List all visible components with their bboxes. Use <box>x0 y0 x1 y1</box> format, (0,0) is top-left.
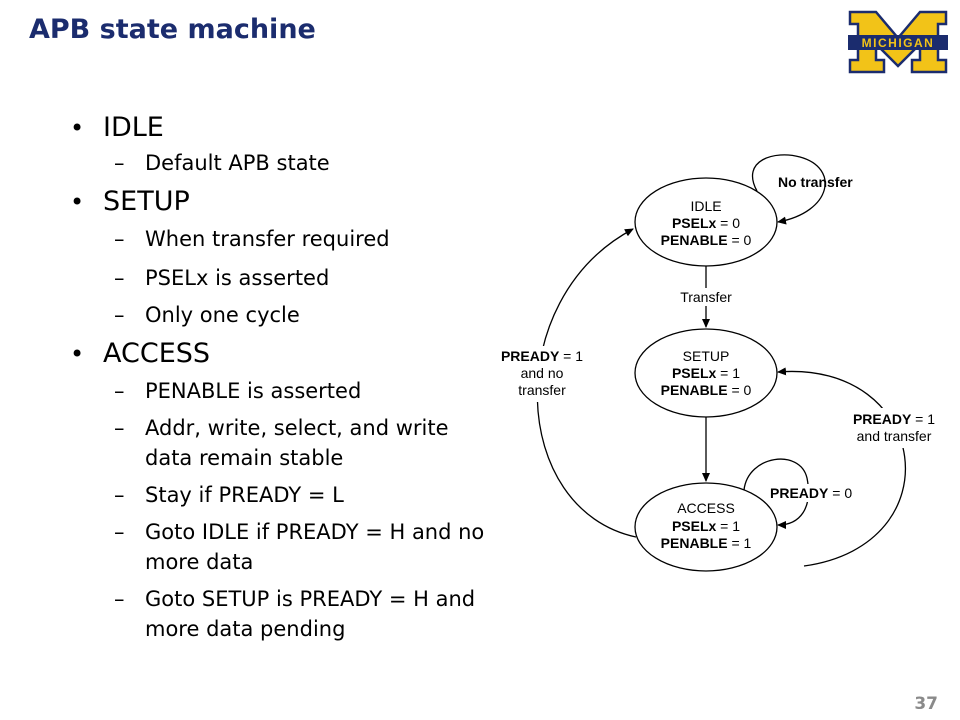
svg-text:PENABLE = 0: PENABLE = 0 <box>661 232 752 248</box>
logo-text: MICHIGAN <box>862 36 935 50</box>
bullet-label: SETUP <box>103 186 190 217</box>
sub-bullet: –Default APB state <box>114 151 330 175</box>
sub-bullet: –PENABLE is asserted <box>114 379 362 403</box>
bullet-label: IDLE <box>103 112 164 143</box>
state-name: ACCESS <box>677 500 735 516</box>
sub-bullet: –Stay if PREADY = L <box>114 483 344 507</box>
svg-text:and no: and no <box>521 365 564 381</box>
michigan-logo: MICHIGAN <box>848 10 948 74</box>
sub-bullet: –When transfer required <box>114 227 390 251</box>
svg-text:PENABLE = 0: PENABLE = 0 <box>661 382 752 398</box>
svg-text:transfer: transfer <box>518 382 566 398</box>
sub-bullet: –PSELx is asserted <box>114 266 330 290</box>
idle-loop-label: No transfer <box>778 174 853 190</box>
bullet-label: ACCESS <box>103 338 211 369</box>
access-to-setup-arrow <box>777 367 906 567</box>
sub-bullet: –Addr, write, select, and write data rem… <box>114 416 449 470</box>
idle-loop-arrow <box>751 154 826 225</box>
svg-text:PSELx = 0: PSELx = 0 <box>672 215 740 231</box>
slide-title: APB state machine <box>29 14 316 45</box>
svg-text:and transfer: and transfer <box>857 428 932 444</box>
svg-text:PSELx = 1: PSELx = 1 <box>672 518 740 534</box>
sub-bullet: –Only one cycle <box>114 303 300 327</box>
idle-to-setup-label: Transfer <box>680 289 732 305</box>
state-name: SETUP <box>683 348 730 364</box>
state-idle: IDLE PSELx = 0 PENABLE = 0 <box>634 177 778 267</box>
access-loop-label: PREADY = 0 <box>770 485 852 501</box>
bullet-setup: •SETUP <box>70 186 190 217</box>
page-number: 37 <box>914 694 938 714</box>
svg-text:PREADY = 1: PREADY = 1 <box>501 348 583 364</box>
svg-text:PSELx = 1: PSELx = 1 <box>672 365 740 381</box>
state-access: ACCESS PSELx = 1 PENABLE = 1 <box>634 482 778 572</box>
access-loop-arrow <box>743 458 809 529</box>
svg-text:PREADY = 1: PREADY = 1 <box>853 411 935 427</box>
state-name: IDLE <box>690 198 721 214</box>
svg-text:PENABLE = 1: PENABLE = 1 <box>661 535 752 551</box>
bullet-idle: •IDLE <box>70 112 164 143</box>
bullet-access: •ACCESS <box>70 338 211 369</box>
sub-bullet: –Goto SETUP is PREADY = H and more data … <box>114 587 476 641</box>
bullet-list: •IDLE –Default APB state •SETUP –When tr… <box>70 108 490 644</box>
sub-bullet: –Goto IDLE if PREADY = H and no more dat… <box>114 520 485 574</box>
state-setup: SETUP PSELx = 1 PENABLE = 0 <box>634 328 778 418</box>
